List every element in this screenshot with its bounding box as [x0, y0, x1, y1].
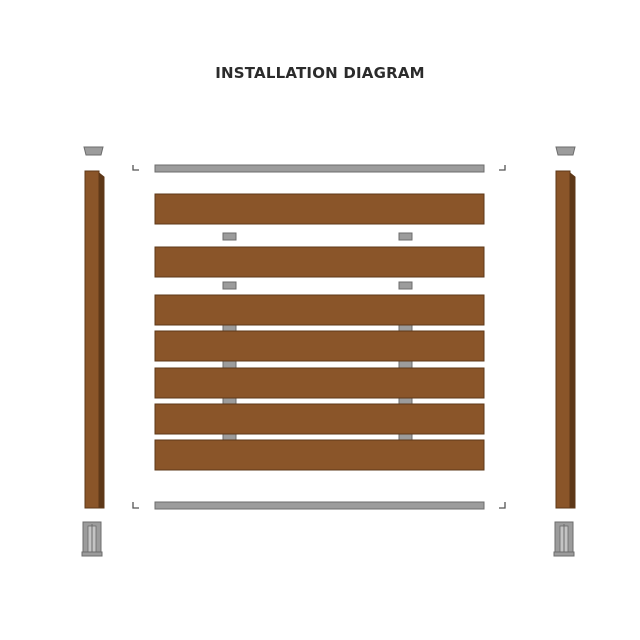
left-post-assembly [81, 146, 105, 557]
slat [154, 246, 485, 278]
slat [154, 403, 485, 435]
right-post-assembly [553, 146, 576, 557]
left-post-cap [83, 146, 104, 156]
corner-mark-top-left [132, 165, 139, 171]
slat [154, 439, 485, 471]
corner-marks [132, 165, 506, 509]
slat [154, 294, 485, 326]
top-frame-rail [154, 164, 485, 173]
left-post-side [98, 171, 105, 509]
left-post-base-bracket [81, 521, 103, 557]
spacer [222, 281, 237, 290]
slat [154, 330, 485, 362]
diagram-title: INSTALLATION DIAGRAM [215, 64, 425, 82]
corner-mark-top-right [499, 165, 506, 171]
right-post [555, 170, 571, 509]
slats [154, 193, 485, 471]
corner-mark-bottom-left [132, 502, 139, 509]
right-post-side [569, 171, 576, 509]
bottom-frame-rail [154, 501, 485, 510]
right-post-cap [555, 146, 576, 156]
left-post [84, 170, 100, 509]
slat [154, 193, 485, 225]
spacer [222, 232, 237, 241]
spacer [398, 232, 413, 241]
spacer [398, 281, 413, 290]
right-post-base-bracket [553, 521, 575, 557]
slat [154, 367, 485, 399]
corner-mark-bottom-right [499, 502, 506, 509]
